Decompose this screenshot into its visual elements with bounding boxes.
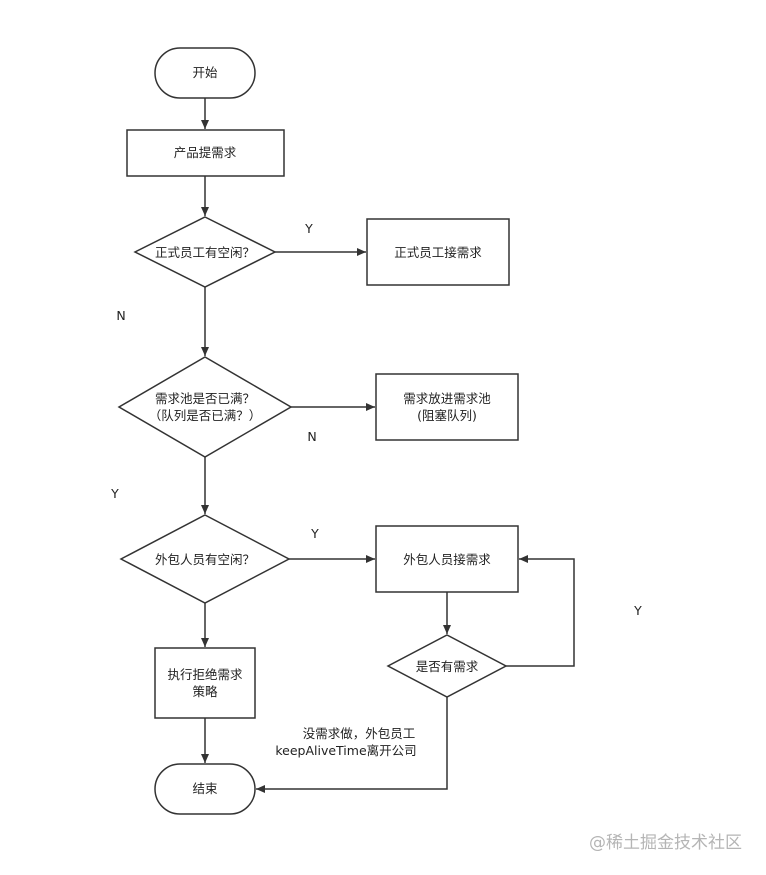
- pool-put-label-2: (阻塞队列): [417, 408, 477, 423]
- fulltime-accept-label: 正式员工接需求: [394, 245, 482, 260]
- fulltime-no-label: N: [116, 308, 125, 323]
- pool-no-label: N: [307, 429, 316, 444]
- edge-hasrequest-to-end: [256, 697, 448, 793]
- pool-put-box: [375, 373, 519, 441]
- end-terminal: [154, 763, 256, 815]
- outsource-accept-label: 外包人员接需求: [403, 552, 491, 567]
- pool-full-label-1: 需求池是否已满？: [155, 391, 255, 406]
- outsource-accept-box: [375, 525, 519, 593]
- pool-put-label-1: 需求放进需求池: [403, 391, 491, 406]
- product-request-label: 产品提需求: [174, 145, 237, 160]
- fulltime-idle-label: 正式员工有空闲？: [155, 245, 255, 260]
- outsource-yes-label: Y: [310, 526, 319, 541]
- pool-full-decision: [117, 356, 293, 458]
- timeout-label-1: 没需求做，外包员工: [303, 726, 416, 741]
- end-label: 结束: [192, 781, 218, 796]
- reject-label-2: 策略: [192, 684, 218, 699]
- timeout-label-2: keepAliveTime离开公司: [275, 743, 416, 758]
- pool-yes-label: Y: [110, 486, 119, 501]
- reject-policy-box: [154, 647, 256, 719]
- watermark: @稀土掘金技术社区: [589, 833, 742, 853]
- product-request-box: [126, 129, 285, 177]
- pool-full-label-2: （队列是否已满？）: [149, 408, 262, 423]
- start-label: 开始: [192, 65, 218, 80]
- edge-hasrequest-loop: [506, 555, 575, 667]
- outsource-idle-label: 外包人员有空闲？: [155, 552, 255, 567]
- fulltime-accept-box: [366, 218, 510, 286]
- fulltime-yes-label: Y: [304, 221, 313, 236]
- reject-label-1: 执行拒绝需求: [167, 667, 243, 682]
- has-request-label: 是否有需求: [416, 659, 479, 674]
- loop-yes-label: Y: [633, 603, 642, 618]
